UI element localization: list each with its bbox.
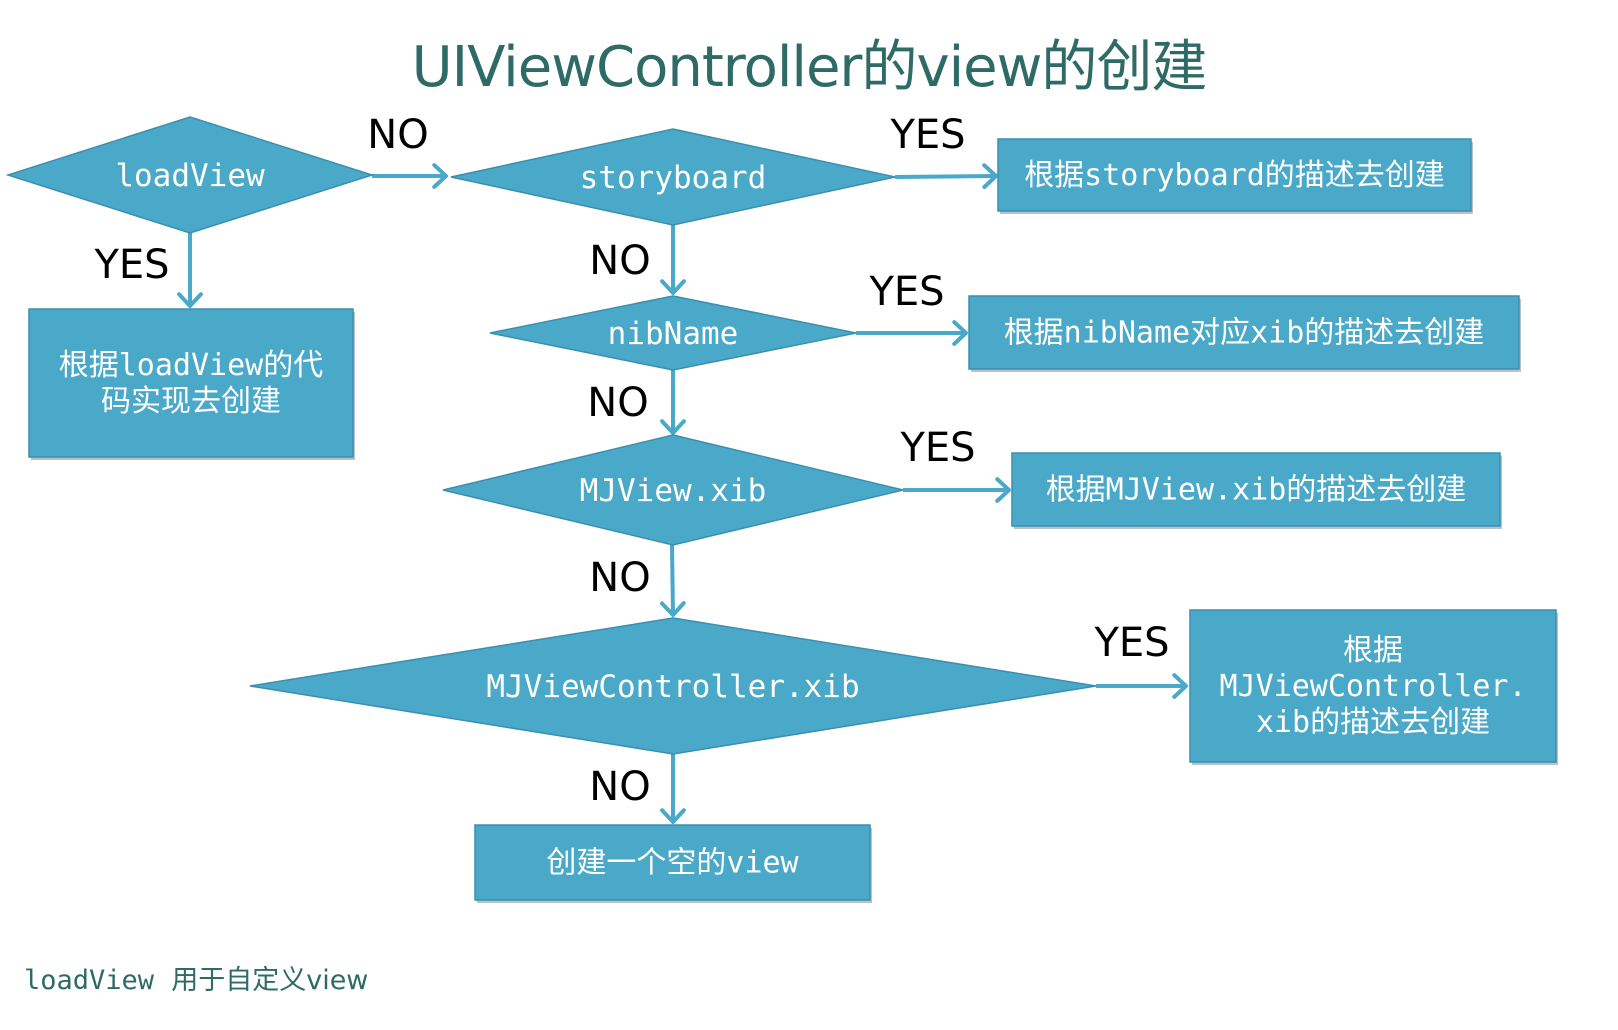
edge-label-yes: YES xyxy=(889,112,965,158)
footnote-code: loadView xyxy=(24,965,155,996)
edge-storyboard-yes: YES xyxy=(889,112,998,189)
decision-label: storyboard xyxy=(580,160,767,196)
edge-label-yes: YES xyxy=(1093,620,1169,666)
action-label-line: xib的描述去创建 xyxy=(1256,705,1490,740)
edge-mjviewcontroller-xib-yes: YES xyxy=(1093,620,1188,699)
arrowhead xyxy=(660,419,686,435)
action-create-by-storyboard: 根据storyboard的描述去创建 xyxy=(997,138,1473,214)
edge-nibname-no: NO xyxy=(587,370,686,435)
decision-storyboard: storyboard xyxy=(450,128,896,226)
edge-label-yes: YES xyxy=(868,269,944,315)
action-box xyxy=(1011,452,1501,527)
arrowhead xyxy=(660,279,686,295)
action-label-line: 根据loadView的代 xyxy=(59,348,324,383)
decision-label: MJView.xib xyxy=(580,473,767,509)
edge-nibname-yes: YES xyxy=(856,269,968,346)
decision-mjviewcontroller-xib: MJViewController.xib xyxy=(249,617,1097,755)
action-label-line: MJViewController. xyxy=(1219,669,1526,704)
action-label-line: 创建一个空的view xyxy=(546,846,799,881)
action-box xyxy=(1189,609,1557,763)
action-label-line: 码实现去创建 xyxy=(101,384,281,419)
edge-loadview-no: NO xyxy=(367,112,448,189)
arrowhead xyxy=(995,477,1011,503)
edge-mjview-xib-yes: YES xyxy=(899,425,1011,503)
action-box xyxy=(28,308,354,458)
action-label-line: 根据MJView.xib的描述去创建 xyxy=(1046,473,1467,508)
decision-label: nibName xyxy=(608,316,739,352)
decision-diamond xyxy=(442,434,904,546)
arrowhead xyxy=(1172,673,1188,699)
edge-label-yes: YES xyxy=(93,242,169,288)
edge-storyboard-no: NO xyxy=(589,225,686,295)
action-create-by-mjview-xib: 根据MJView.xib的描述去创建 xyxy=(1011,452,1502,529)
decision-label: MJViewController.xib xyxy=(486,669,859,705)
decision-diamond xyxy=(450,128,896,226)
decision-loadview: loadView xyxy=(5,116,375,234)
edge-label-no: NO xyxy=(367,112,428,158)
arrow-line xyxy=(894,174,997,179)
decision-mjview-xib: MJView.xib xyxy=(442,434,904,546)
diagram-title: UIViewController的view的创建 xyxy=(411,35,1208,100)
footnote-text: 用于自定义view xyxy=(171,965,369,996)
edge-label-no: NO xyxy=(589,764,650,810)
arrowhead xyxy=(982,163,998,189)
decision-nibname: nibName xyxy=(489,295,857,371)
arrowhead xyxy=(659,601,686,617)
edge-label-no: NO xyxy=(589,238,650,284)
edge-loadview-yes: YES xyxy=(93,233,203,308)
action-box xyxy=(474,824,871,901)
decision-diamond xyxy=(489,295,857,371)
arrowhead xyxy=(952,320,968,346)
arrowhead xyxy=(432,163,448,189)
footnote: loadView 用于自定义view xyxy=(24,958,368,997)
decision-label: loadView xyxy=(115,158,265,194)
edge-label-yes: YES xyxy=(899,425,975,471)
action-create-by-nibname: 根据nibName对应xib的描述去创建 xyxy=(968,295,1521,372)
decision-diamond xyxy=(5,116,375,234)
edge-label-no: NO xyxy=(587,380,648,426)
action-box xyxy=(997,138,1472,212)
decision-diamond xyxy=(249,617,1097,755)
arrow-line xyxy=(670,544,675,616)
edge-label-no: NO xyxy=(589,555,650,601)
action-create-empty-view: 创建一个空的view xyxy=(474,824,872,903)
edge-mjview-xib-no: NO xyxy=(589,544,686,617)
action-label-line: 根据storyboard的描述去创建 xyxy=(1024,158,1445,193)
action-label-line: 根据nibName对应xib的描述去创建 xyxy=(1004,316,1485,351)
arrowhead xyxy=(660,808,686,824)
action-label-line: 根据 xyxy=(1343,633,1403,668)
action-box xyxy=(968,295,1520,370)
edge-mjviewcontroller-xib-no: NO xyxy=(589,754,686,824)
arrowhead xyxy=(177,292,203,308)
